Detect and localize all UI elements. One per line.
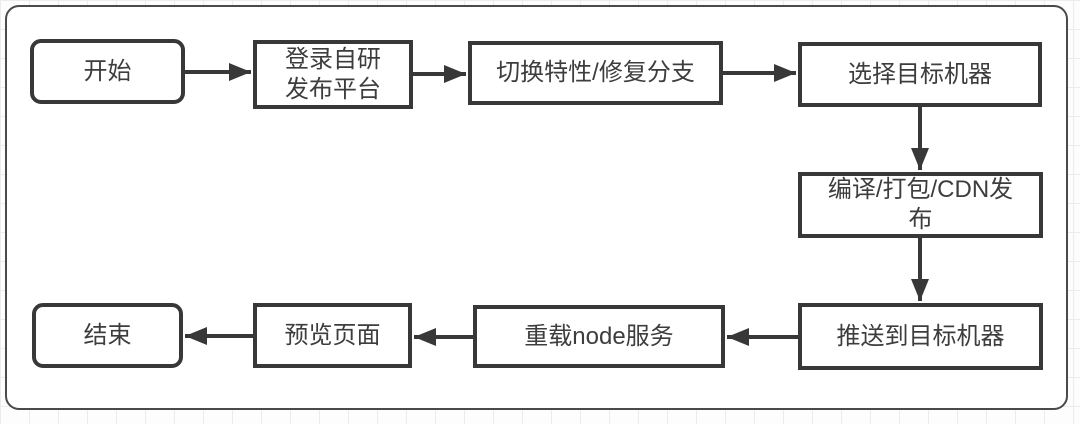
- flowchart-node-select-target-machine: 选择目标机器: [798, 42, 1042, 107]
- flowchart-node-build-package-cdn: 编译/打包/CDN发 布: [798, 172, 1043, 238]
- flowchart-node-start: 开始: [30, 39, 185, 104]
- flowchart-node-reload-node-service: 重载node服务: [473, 305, 725, 368]
- flowchart-node-push-to-machine: 推送到目标机器: [798, 303, 1043, 370]
- flowchart-node-preview-page: 预览页面: [253, 303, 412, 368]
- flowchart-node-end: 结束: [32, 303, 183, 368]
- flowchart-node-login-platform: 登录自研 发布平台: [253, 40, 413, 109]
- flowchart-node-switch-branch: 切换特性/修复分支: [468, 41, 723, 105]
